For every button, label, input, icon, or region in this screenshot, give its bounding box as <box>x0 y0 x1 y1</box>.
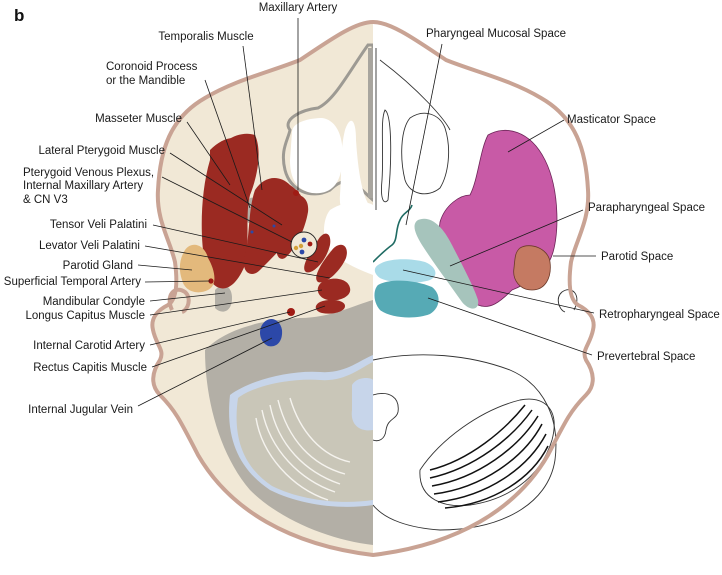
cerebellar-hemisphere-outline <box>419 398 555 507</box>
rectus-capitis-muscle <box>315 299 345 314</box>
maxillary-artery <box>293 190 299 196</box>
cerebellar-folia-right <box>429 404 549 509</box>
label-levator-veli-palatini: Levator Veli Palatini <box>39 240 140 252</box>
plexus-artery <box>307 241 313 247</box>
internal-carotid-artery <box>287 308 295 316</box>
leader-coronoid <box>204 79 251 209</box>
label-rectus-capitis-muscle: Rectus Capitis Muscle <box>33 362 147 374</box>
label-pterygoid-plexus-line1: Pterygoid Venous Plexus, <box>23 167 154 179</box>
leader-masseter <box>186 121 231 186</box>
plexus-vein-1 <box>301 237 307 243</box>
leader-mandibular-condyle <box>149 292 226 302</box>
leader-prevertebral <box>427 297 593 356</box>
parotid-space <box>513 245 551 291</box>
label-longus-capitus-muscle: Longus Capitus Muscle <box>25 310 145 322</box>
right-ear-outline <box>557 289 578 313</box>
brainstem-csf <box>351 377 373 431</box>
label-coronoid-process-line1: Coronoid Process <box>106 61 198 73</box>
pharyngeal-mucosal-line <box>373 204 413 263</box>
pterygoid-plexus-ring <box>290 231 318 259</box>
leader-parapharyngeal <box>449 209 584 267</box>
nasopharynx-airway <box>324 201 373 275</box>
label-masseter-muscle: Masseter Muscle <box>95 113 182 125</box>
maxillary-sinus-outline <box>401 112 450 195</box>
temporalis-muscle <box>210 138 240 160</box>
retropharyngeal-space <box>374 259 436 283</box>
leader-parotid-gland <box>137 264 193 271</box>
label-maxillary-artery: Maxillary Artery <box>259 2 338 14</box>
maxillary-sinus-cavity <box>290 118 343 194</box>
label-internal-jugular-vein: Internal Jugular Vein <box>28 404 133 416</box>
tensor-veli-palatini <box>304 233 331 273</box>
leader-internal-carotid <box>149 311 291 346</box>
levator-veli-palatini <box>316 244 347 283</box>
leader-rectus-capitis <box>151 305 326 368</box>
cerebellum-outline <box>373 354 557 531</box>
label-superficial-temporal-artery: Superficial Temporal Artery <box>4 276 141 288</box>
label-coronoid-process-line2: or the Mandible <box>106 75 185 87</box>
leader-pterygoid-plexus <box>161 176 293 243</box>
longus-capitus-muscle <box>317 278 351 301</box>
left-anatomy-half <box>152 22 373 555</box>
right-labels: Pharyngeal Mucosal Space Masticator Spac… <box>426 28 720 363</box>
plexus-small-vein-1 <box>272 224 276 228</box>
plexus-vein-2 <box>299 249 305 255</box>
leader-temporalis <box>242 45 263 191</box>
plexus-nerve-2 <box>298 243 304 249</box>
cerebellum <box>236 362 373 502</box>
label-masticator-space: Masticator Space <box>567 114 656 126</box>
label-mandibular-condyle: Mandibular Condyle <box>43 296 145 308</box>
plexus-small-vein-2 <box>250 230 254 234</box>
panel-label: b <box>14 6 24 25</box>
leader-levator-veli <box>144 245 331 279</box>
leader-lateral-pterygoid <box>169 152 283 226</box>
label-pharyngeal-mucosal-space: Pharyngeal Mucosal Space <box>426 28 566 40</box>
brainstem-outline <box>373 393 399 442</box>
right-leader-lines <box>402 43 596 356</box>
medial-pterygoid-muscle <box>276 194 309 259</box>
left-leader-lines <box>137 18 331 407</box>
label-retropharyngeal-space: Retropharyngeal Space <box>599 309 720 321</box>
leader-superficial-temporal <box>144 280 211 283</box>
plexus-nerve-1 <box>293 245 299 251</box>
prevertebral-space <box>374 280 439 318</box>
leader-longus-capitus <box>149 289 323 316</box>
label-parotid-space: Parotid Space <box>601 251 673 263</box>
label-parapharyngeal-space: Parapharyngeal Space <box>588 202 705 214</box>
label-internal-carotid-artery: Internal Carotid Artery <box>33 340 145 352</box>
leader-internal-jugular <box>137 337 273 407</box>
nasal-septum <box>368 48 373 198</box>
leader-masticator <box>507 119 565 153</box>
label-pterygoid-plexus-line2: Internal Maxillary Artery <box>23 180 143 192</box>
label-pterygoid-plexus-line3: & CN V3 <box>23 194 68 206</box>
leader-pharyngeal-mucosal <box>405 43 443 226</box>
label-temporalis-muscle: Temporalis Muscle <box>158 31 253 43</box>
leader-retropharyngeal <box>402 269 595 314</box>
parapharyngeal-space <box>414 218 479 309</box>
right-spaces-half <box>373 22 594 555</box>
internal-jugular-vein <box>260 318 283 347</box>
label-prevertebral-space: Prevertebral Space <box>597 351 695 363</box>
nasal-turbinate-outline <box>381 109 392 203</box>
label-parotid-gland: Parotid Gland <box>63 260 133 272</box>
cerebellar-folia <box>255 397 351 501</box>
mandibular-condyle-bone <box>215 285 232 312</box>
left-labels: Maxillary Artery Temporalis Muscle Coron… <box>4 2 338 416</box>
superficial-temporal-artery <box>208 278 214 284</box>
label-lateral-pterygoid-muscle: Lateral Pterygoid Muscle <box>38 145 165 157</box>
label-tensor-veli-palatini: Tensor Veli Palatini <box>50 219 147 231</box>
nasal-outline <box>375 48 451 210</box>
leader-tensor-veli <box>152 224 319 263</box>
